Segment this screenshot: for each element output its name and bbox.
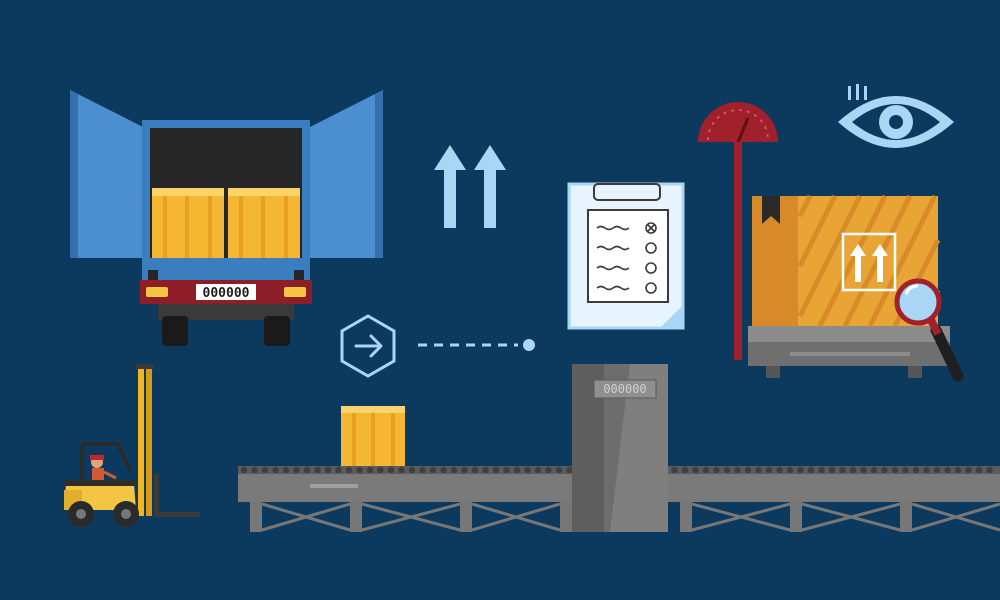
magnifier-icon (894, 278, 964, 382)
conveyor-roller (429, 466, 437, 474)
scale-dial (698, 102, 778, 142)
conveyor-roller (723, 466, 731, 474)
truck: 000000 (70, 90, 383, 346)
truck-crate (228, 188, 300, 258)
conveyor-roller (786, 466, 794, 474)
conveyor-roller (293, 466, 300, 474)
conveyor-roller (356, 466, 363, 474)
eye-icon (838, 84, 954, 148)
conveyor-roller (314, 466, 321, 474)
truck-left-door (70, 90, 145, 258)
conveyor-roller (671, 466, 678, 474)
conveyor-roller (797, 466, 804, 474)
conveyor-roller (954, 466, 962, 474)
conveyor-roller (744, 466, 752, 474)
conveyor-roller (881, 466, 888, 474)
scanner-counter-display (593, 379, 657, 399)
conveyor-roller (807, 466, 815, 474)
conveyor-roller (828, 466, 836, 474)
conveyor-roller (398, 466, 405, 474)
conveyor-roller (944, 466, 951, 474)
conveyor-roller (912, 466, 920, 474)
conveyor-roller (755, 466, 762, 474)
license-plate (196, 284, 256, 300)
conveyor-roller (555, 466, 563, 474)
conveyor-roller (482, 466, 489, 474)
conveyor-roller (860, 466, 867, 474)
conveyor-roller (492, 466, 500, 474)
up-arrows-icon (434, 145, 506, 228)
conveyor-roller (524, 466, 531, 474)
conveyor-roller (450, 466, 458, 474)
conveyor-roller (986, 466, 993, 474)
conveyor-roller (377, 466, 384, 474)
conveyor-roller (335, 466, 342, 474)
checklist-row (596, 242, 657, 254)
conveyor-roller (419, 466, 426, 474)
flow-end-dot (523, 339, 535, 351)
conveyor-roller (923, 466, 930, 474)
conveyor-roller (440, 466, 447, 474)
conveyor-roller (240, 466, 248, 474)
truck-wheel (264, 316, 290, 346)
checklist-clipboard (567, 182, 685, 330)
conveyor-roller (303, 466, 311, 474)
conveyor-roller (366, 466, 374, 474)
conveyor-roller (461, 466, 468, 474)
conveyor-roller (765, 466, 773, 474)
truck-right-door (308, 90, 383, 258)
conveyor-roller (471, 466, 479, 474)
conveyor-roller (261, 466, 269, 474)
conveyor-roller (566, 466, 573, 474)
conveyor-roller (902, 466, 909, 474)
conveyor-roller (702, 466, 710, 474)
conveyor-roller (681, 466, 689, 474)
conveyor-roller (734, 466, 741, 474)
arrow-right-hexagon-icon (340, 314, 396, 378)
conveyor-roller (975, 466, 983, 474)
this-side-up-icon (841, 232, 897, 292)
conveyor-roller (387, 466, 395, 474)
license-plate-number: 000000 (203, 286, 250, 301)
checklist-row (596, 262, 657, 274)
forklift (64, 364, 200, 527)
conveyor-roller (849, 466, 857, 474)
conveyor-roller (839, 466, 846, 474)
conveyor-roller (870, 466, 878, 474)
conveyor-roller (692, 466, 699, 474)
conveyor-roller (324, 466, 332, 474)
conveyor-roller (818, 466, 825, 474)
checklist-row (596, 222, 657, 234)
conveyor-roller (965, 466, 972, 474)
scanner-counter-number: 000000 (603, 382, 646, 396)
scanner-machine: 000000 (572, 364, 668, 532)
conveyor-roller (408, 466, 416, 474)
truck-wheel (162, 316, 188, 346)
conveyor-roller (776, 466, 783, 474)
conveyor-roller (933, 466, 941, 474)
conveyor-roller (282, 466, 290, 474)
conveyor-roller (891, 466, 899, 474)
conveyor-roller (251, 466, 258, 474)
conveyor-roller (503, 466, 510, 474)
conveyor-roller (345, 466, 353, 474)
conveyor-roller (272, 466, 279, 474)
conveyor-roller (513, 466, 521, 474)
conveyor-roller (713, 466, 720, 474)
weighing-scale (698, 102, 950, 378)
truck-crate (152, 188, 224, 258)
package-box (752, 194, 941, 328)
checklist-row (596, 282, 657, 294)
conveyor-roller (545, 466, 552, 474)
conveyor-roller (534, 466, 542, 474)
conveyor-crate (341, 406, 405, 466)
